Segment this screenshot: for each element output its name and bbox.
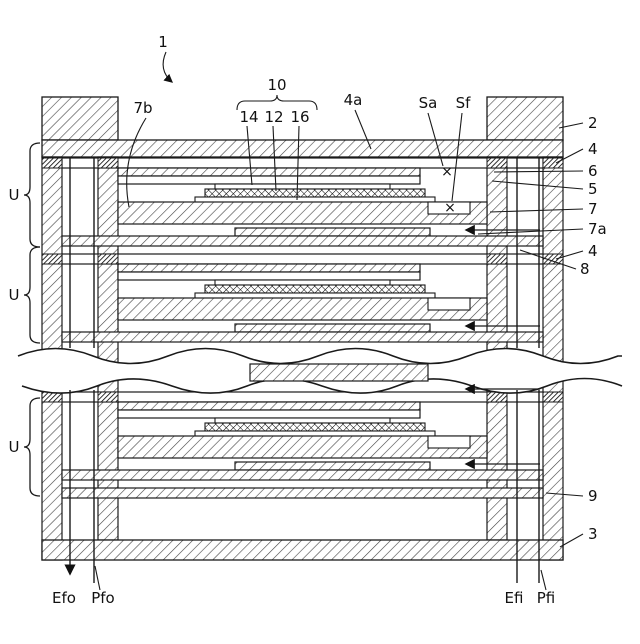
- label-unit-2: U: [9, 286, 20, 304]
- leader-8: [519, 249, 577, 270]
- label-2: 2: [588, 114, 598, 132]
- leader-pfi: [540, 569, 547, 591]
- leader-3: [559, 533, 584, 548]
- leader-7: [489, 208, 584, 213]
- labels: 1 10 14 12 16 4a Sa Sf 7b × × 2 4 6 5 7 …: [9, 33, 607, 607]
- break-band: [17, 347, 623, 395]
- leader-lines: [94, 51, 584, 591]
- bottom-end-plate-3: [41, 539, 564, 561]
- label-pfo: Pfo: [91, 589, 115, 607]
- brace-unit-2: [23, 246, 41, 344]
- label-layer-12: 12: [264, 108, 283, 126]
- label-sa: Sa: [419, 94, 438, 112]
- marker-sf-x: ×: [444, 200, 456, 216]
- layer-9: [61, 487, 544, 499]
- leader-14: [246, 125, 253, 186]
- marker-sa-x: ×: [441, 164, 453, 180]
- leader-4a: [354, 109, 372, 150]
- label-unit-3: U: [9, 438, 20, 456]
- label-8: 8: [580, 260, 590, 278]
- brace-unit-3: [23, 397, 41, 497]
- label-group-10: 10: [267, 76, 286, 94]
- leader-7b: [126, 117, 147, 208]
- label-sf: Sf: [456, 94, 472, 112]
- leader-9: [545, 492, 584, 497]
- brace-unit-1: [23, 142, 41, 248]
- label-4a: 4a: [344, 91, 363, 109]
- leader-2: [558, 122, 584, 129]
- leader-5: [491, 180, 584, 190]
- label-efo: Efo: [52, 589, 76, 607]
- label-4-mid: 4: [588, 242, 598, 260]
- leader-12: [272, 125, 277, 192]
- leader-sf: [451, 112, 463, 202]
- label-6: 6: [588, 162, 598, 180]
- separator-center-in-break: [249, 363, 429, 382]
- label-pfi: Pfi: [537, 589, 556, 607]
- leader-pfo: [94, 565, 101, 591]
- left-inner-wall: [97, 156, 119, 541]
- top-end-plate-2: [41, 139, 564, 158]
- top-right-block: [486, 96, 564, 141]
- label-layer-16: 16: [290, 108, 309, 126]
- brace-10: [236, 94, 318, 111]
- label-7a: 7a: [588, 220, 607, 238]
- unit-braces: [23, 142, 41, 497]
- label-efi: Efi: [505, 589, 524, 607]
- label-3: 3: [588, 525, 598, 543]
- break-wave-bottom: [21, 377, 623, 394]
- unit-cell-1: [42, 158, 563, 246]
- unit-cell-2: [42, 254, 563, 342]
- top-left-block: [41, 96, 119, 141]
- label-4-top: 4: [588, 140, 598, 158]
- conduits: [64, 157, 540, 583]
- leader-4-mid: [555, 250, 584, 260]
- unit-cell-3: [42, 392, 563, 480]
- leader-16: [296, 125, 300, 201]
- leader-7a: [477, 228, 584, 235]
- leader-4-top: [555, 148, 584, 164]
- leader-1: [162, 51, 174, 83]
- leader-sa: [427, 112, 444, 167]
- label-7b: 7b: [133, 99, 152, 117]
- break-wave-top: [17, 347, 622, 365]
- label-unit-1: U: [9, 186, 20, 204]
- leader-6: [493, 170, 584, 173]
- label-5: 5: [588, 180, 598, 198]
- label-layer-14: 14: [239, 108, 258, 126]
- label-7: 7: [588, 200, 598, 218]
- label-9: 9: [588, 487, 598, 505]
- label-assembly-1: 1: [158, 33, 168, 51]
